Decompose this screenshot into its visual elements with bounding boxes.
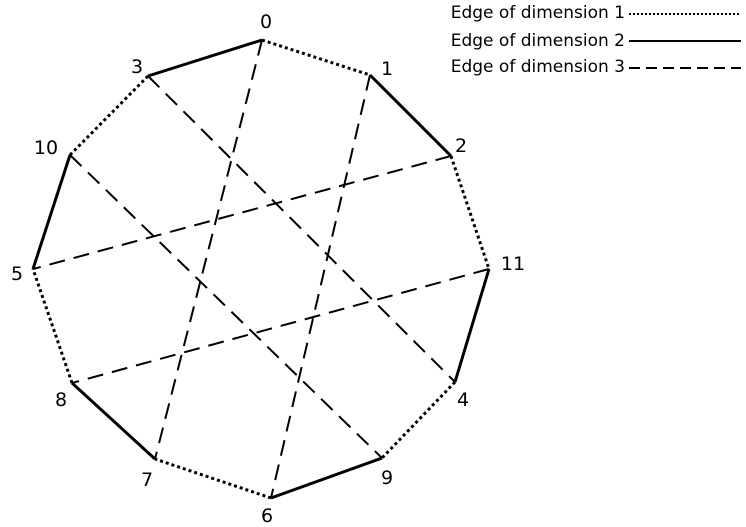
- edge-7-8: [70, 381, 157, 461]
- node-label-0: 0: [260, 11, 272, 33]
- legend-entry-dimension-3: Edge of dimension 3: [451, 57, 741, 77]
- node-label-layer: 0 1 2 3 4 5 6 7 8 9 10 11: [11, 11, 525, 527]
- legend-entry-dimension-2: Edge of dimension 2: [451, 31, 741, 51]
- node-label-4: 4: [457, 389, 469, 411]
- edge-2-5: [32, 155, 452, 270]
- edge-5-10: [31, 154, 72, 270]
- edge-3-4: [147, 75, 456, 383]
- edge-0-3: [147, 38, 263, 78]
- legend-entry-dimension-1: Edge of dimension 1: [451, 3, 741, 23]
- legend-label-dimension-2: Edge of dimension 2: [451, 31, 625, 51]
- legend: Edge of dimension 1 Edge of dimension 2 …: [451, 3, 741, 77]
- edge-11-8: [71, 268, 490, 384]
- node-label-2: 2: [455, 135, 467, 157]
- edge-1-2: [368, 73, 453, 158]
- node-label-7: 7: [141, 469, 153, 491]
- edge-8-5: [31, 268, 74, 384]
- edge-6-7: [154, 457, 272, 500]
- edge-11-4: [453, 268, 491, 383]
- node-label-6: 6: [261, 505, 273, 527]
- edge-0-7: [154, 39, 263, 460]
- node-label-3: 3: [131, 56, 143, 78]
- node-label-5: 5: [11, 263, 23, 285]
- legend-label-dimension-3: Edge of dimension 3: [451, 57, 625, 77]
- edge-layer: [31, 38, 491, 500]
- edge-0-1: [261, 38, 371, 77]
- edge-9-6: [270, 456, 383, 500]
- node-label-9: 9: [381, 467, 393, 489]
- edge-10-3: [68, 74, 150, 157]
- edge-4-9: [380, 380, 457, 460]
- edge-1-6: [270, 74, 371, 499]
- node-label-10: 10: [34, 137, 58, 159]
- edge-2-11: [449, 155, 491, 270]
- node-label-8: 8: [55, 389, 67, 411]
- legend-label-dimension-1: Edge of dimension 1: [451, 3, 625, 23]
- node-label-11: 11: [501, 253, 525, 275]
- node-label-1: 1: [381, 58, 393, 80]
- edge-10-9: [69, 154, 383, 459]
